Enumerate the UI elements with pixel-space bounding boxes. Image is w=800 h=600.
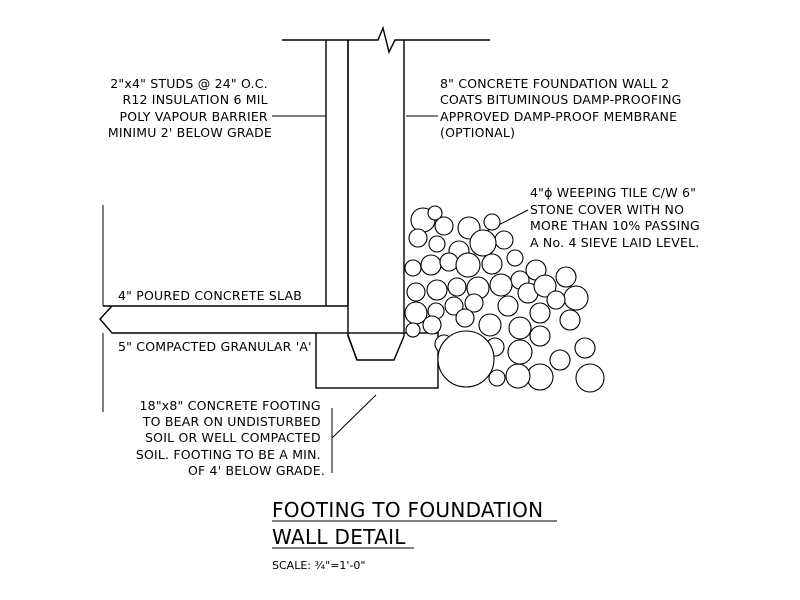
- footing-note-line: 18"x8" CONCRETE FOOTING: [140, 398, 321, 413]
- stone: [529, 325, 551, 347]
- stone: [404, 259, 422, 277]
- stone: [559, 309, 581, 331]
- studs-note-line: 2"x4" STUDS @ 24" O.C.: [110, 76, 268, 91]
- stone: [455, 308, 475, 328]
- leader-lines: [102, 115, 529, 473]
- scale-label: SCALE:: [272, 559, 314, 572]
- footing-note: 18"x8" CONCRETE FOOTING TO BEAR ON UNDIS…: [136, 398, 325, 478]
- stone: [406, 282, 426, 302]
- stone: [497, 295, 519, 317]
- stone: [428, 235, 446, 253]
- stone: [529, 302, 551, 324]
- drawing-title-line1: FOOTING TO FOUNDATION: [272, 498, 543, 522]
- top-break-line: [282, 25, 490, 55]
- studs-note: 2"x4" STUDS @ 24" O.C. R12 INSULATION 6 …: [108, 76, 272, 140]
- stone: [439, 252, 459, 272]
- concrete-slab: [99, 305, 348, 334]
- stone: [405, 322, 421, 338]
- footing-note-line: OF 4' BELOW GRADE.: [188, 463, 325, 478]
- stone: [526, 363, 554, 391]
- stone: [575, 363, 605, 393]
- stone: [574, 337, 596, 359]
- stone: [507, 339, 533, 365]
- stone-cover: [404, 205, 605, 393]
- weeping-tile-note-line: STONE COVER WITH NO: [530, 202, 684, 217]
- stone: [420, 254, 442, 276]
- foundation-note-line: 8" CONCRETE FOUNDATION WALL 2: [440, 76, 669, 91]
- scale-text: SCALE: ¾"=1'-0": [272, 559, 365, 572]
- stone: [481, 253, 503, 275]
- stone: [455, 252, 481, 278]
- footing-note-line: SOIL. FOOTING TO BE A MIN.: [136, 447, 321, 462]
- slab-note: 4" POURED CONCRETE SLAB: [118, 288, 302, 303]
- stone: [505, 363, 531, 389]
- stone: [563, 285, 589, 311]
- stone: [483, 213, 501, 231]
- stone: [469, 229, 497, 257]
- foundation-note-line: COATS BITUMINOUS DAMP-PROOFING: [440, 92, 682, 107]
- stone: [437, 330, 495, 388]
- stone: [447, 277, 467, 297]
- weeping-tile-note: 4"ϕ WEEPING TILE C/W 6" STONE COVER WITH…: [530, 185, 704, 250]
- stone: [434, 216, 454, 236]
- stone: [508, 316, 532, 340]
- studs-note-line: R12 INSULATION 6 MIL: [122, 92, 267, 107]
- granular-note: 5" COMPACTED GRANULAR 'A': [118, 339, 312, 354]
- stone: [549, 349, 571, 371]
- footing-note-line: SOIL OR WELL COMPACTED: [145, 430, 321, 445]
- foundation-note-line: APPROVED DAMP-PROOF MEMBRANE: [440, 109, 677, 124]
- insulated-stud-wall: [325, 39, 349, 307]
- stone: [444, 296, 464, 316]
- weeping-tile-note-line: A No. 4 SIEVE LAID LEVEL.: [530, 235, 699, 250]
- studs-note-line: MINIMU 2' BELOW GRADE: [108, 125, 272, 140]
- stone: [494, 230, 514, 250]
- foundation-note: 8" CONCRETE FOUNDATION WALL 2 COATS BITU…: [440, 76, 686, 140]
- stone: [478, 313, 502, 337]
- stone: [426, 279, 448, 301]
- scale-value: ¾"=1'-0": [314, 559, 365, 572]
- weeping-tile-note-line: 4"ϕ WEEPING TILE C/W 6": [530, 185, 696, 200]
- stone: [488, 369, 506, 387]
- stone: [533, 274, 557, 298]
- drawing-title-line2: WALL DETAIL: [272, 525, 406, 549]
- stone: [422, 315, 442, 335]
- stone: [546, 290, 566, 310]
- stone: [427, 205, 443, 221]
- stone: [489, 273, 513, 297]
- studs-note-line: POLY VAPOUR BARRIER: [119, 109, 267, 124]
- stone: [506, 249, 524, 267]
- stone: [555, 266, 577, 288]
- stone: [408, 228, 428, 248]
- foundation-note-line: (OPTIONAL): [440, 125, 515, 140]
- weeping-tile-note-line: MORE THAN 10% PASSING: [530, 218, 700, 233]
- footing-note-line: TO BEAR ON UNDISTURBED: [142, 414, 321, 429]
- stone: [464, 293, 484, 313]
